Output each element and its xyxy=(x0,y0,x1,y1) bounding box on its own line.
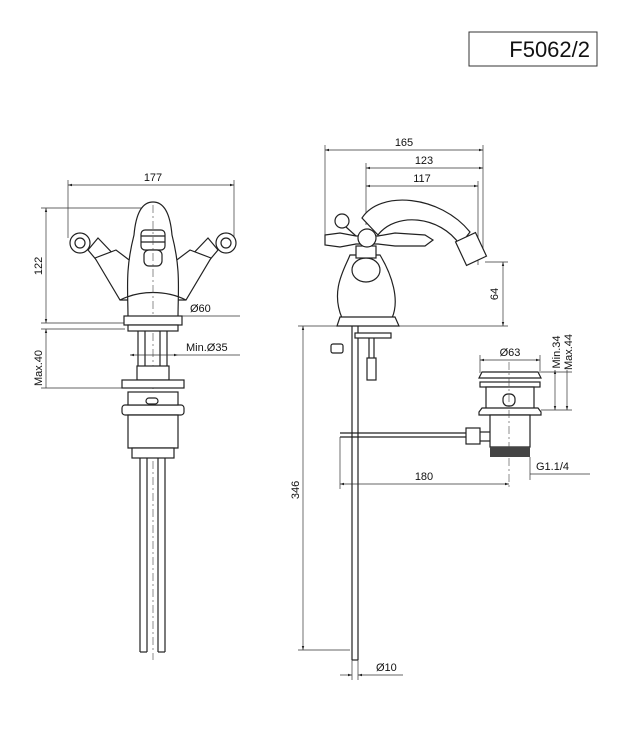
dim-height: 122 xyxy=(33,257,45,275)
dim-overall-depth: 165 xyxy=(395,137,413,149)
dim-rod-length: 346 xyxy=(290,481,302,499)
dim-spout-reach: 117 xyxy=(413,173,431,185)
front-view: 177 122 Ø60 Min.Ø35 xyxy=(33,172,240,660)
dim-waste-offset: 180 xyxy=(415,471,433,483)
dim-spout-reach-outer: 123 xyxy=(415,155,433,167)
dim-max-thickness: Max.44 xyxy=(563,334,575,370)
dim-spout-height: 64 xyxy=(489,288,501,300)
dim-deck-thickness: Max.40 xyxy=(33,350,45,386)
waste-detail: Ø63 Min.34 Max.44 G1.1/4 xyxy=(465,334,590,490)
title-block: F5062/2 xyxy=(468,31,598,67)
dim-min-thickness: Min.34 xyxy=(551,335,563,368)
dim-hole-diameter: Min.Ø35 xyxy=(186,342,228,354)
model-code: F5062/2 xyxy=(509,37,590,62)
side-view: 165 123 117 64 xyxy=(290,137,509,680)
dim-thread: G1.1/4 xyxy=(536,461,569,473)
dim-width: 177 xyxy=(144,172,162,184)
dim-base-diameter: Ø60 xyxy=(190,303,211,315)
dim-rod-diameter: Ø10 xyxy=(376,662,397,674)
dim-flange-diameter: Ø63 xyxy=(500,347,521,359)
